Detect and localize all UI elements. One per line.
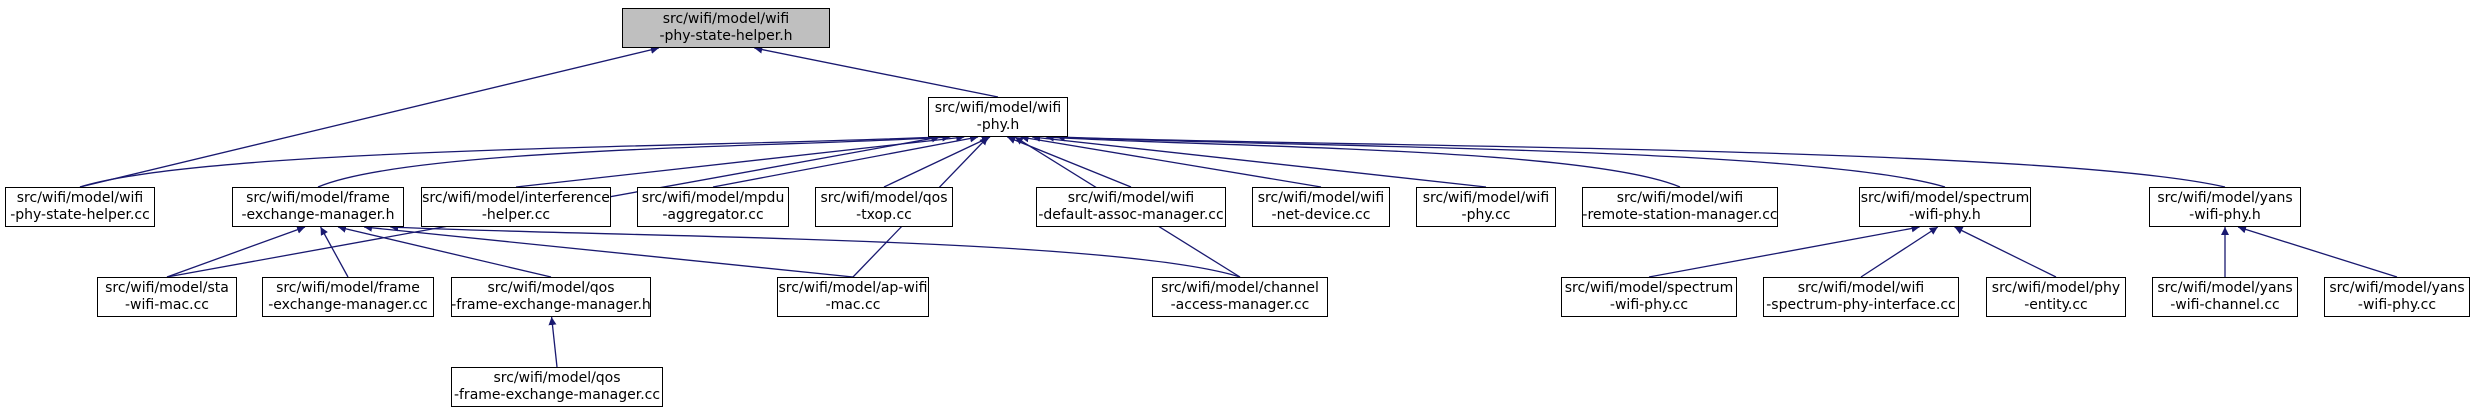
node-label-line2: -aggregator.cc xyxy=(662,207,764,223)
edge-interf_cc-to-wifi_phy_h xyxy=(515,133,965,188)
node-sta-cc[interactable]: src/wifi/model/sta -wifi-mac.cc xyxy=(97,277,237,317)
node-label-line1: src/wifi/model/phy xyxy=(1991,280,2121,296)
node-label-line2: -entity.cc xyxy=(2024,297,2088,313)
node-label-line2: -helper.cc xyxy=(481,207,551,223)
node-label-line2: -spectrum-phy-interface.cc xyxy=(1766,297,1956,313)
node-root[interactable]: src/wifi/model/wifi -phy-state-helper.h xyxy=(622,8,830,48)
node-phy-cc[interactable]: src/wifi/model/wifi -phy.cc xyxy=(1416,187,1556,227)
edge-sta_cc-to-fem_h xyxy=(166,225,306,278)
node-label-line2: -wifi-phy.cc xyxy=(1609,297,1689,313)
node-rsm-cc[interactable]: src/wifi/model/wifi -remote-station-mana… xyxy=(1582,187,1778,227)
node-label-line1: src/wifi/model/channel xyxy=(1161,280,1319,296)
edge-yans_h-to-wifi_phy_h xyxy=(1056,133,2226,188)
node-qfem-h[interactable]: src/wifi/model/qos -frame-exchange-manag… xyxy=(451,277,651,317)
node-label-line1: src/wifi/model/yans xyxy=(2157,280,2293,296)
node-label-line2: -phy-state-helper.h xyxy=(659,28,793,44)
node-label-line2: -phy.cc xyxy=(1461,207,1511,223)
node-label-line2: -wifi-phy.cc xyxy=(2357,297,2437,313)
edge-phyent_cc-to-spec_h xyxy=(1954,226,2057,278)
node-interf-cc[interactable]: src/wifi/model/interference -helper.cc xyxy=(421,187,611,227)
node-spec-h[interactable]: src/wifi/model/spectrum -wifi-phy.h xyxy=(1859,187,2031,227)
edge-qfem_h-to-fem_h xyxy=(337,224,552,278)
node-label-line2: -exchange-manager.cc xyxy=(268,297,428,313)
node-phyent-cc[interactable]: src/wifi/model/phy -entity.cc xyxy=(1986,277,2126,317)
edge-yphy_cc-to-yans_h xyxy=(2237,225,2398,278)
node-fem-cc[interactable]: src/wifi/model/frame -exchange-manager.c… xyxy=(262,277,434,317)
node-label-line2: -wifi-phy.h xyxy=(2189,207,2261,223)
node-label-line1: src/wifi/model/wifi xyxy=(1422,190,1550,206)
node-dam-cc[interactable]: src/wifi/model/wifi -default-assoc-manag… xyxy=(1036,187,1226,227)
edge-wifi_phy_h-to-root xyxy=(754,45,999,98)
edge-cam_cc-to-fem_h xyxy=(390,223,1241,278)
node-label-line1: src/wifi/model/wifi xyxy=(1616,190,1744,206)
node-label-line1: src/wifi/model/yans xyxy=(2329,280,2465,296)
node-label-line2: -frame-exchange-manager.cc xyxy=(453,387,661,403)
node-label-line2: -net-device.cc xyxy=(1271,207,1371,223)
edge-fem_cc-to-fem_h xyxy=(320,226,349,278)
node-cam-cc[interactable]: src/wifi/model/channel -access-manager.c… xyxy=(1152,277,1328,317)
node-label-line1: src/wifi/model/wifi xyxy=(934,100,1062,116)
edge-mpdu_cc-to-wifi_phy_h xyxy=(712,134,979,188)
node-label-line2: -wifi-channel.cc xyxy=(2170,297,2280,313)
node-label-line2: -wifi-phy.h xyxy=(1909,207,1981,223)
node-label-line1: src/wifi/model/interference xyxy=(422,190,610,206)
node-label-line1: src/wifi/model/spectrum xyxy=(1860,190,2030,206)
node-label-line2: -phy-state-helper.cc xyxy=(10,207,150,223)
node-label-line1: src/wifi/model/qos xyxy=(820,190,948,206)
node-label-line1: src/wifi/model/yans xyxy=(2157,190,2293,206)
node-label-line2: -mac.cc xyxy=(825,297,881,313)
node-qos-txop[interactable]: src/wifi/model/qos -txop.cc xyxy=(815,187,953,227)
node-label-line2: -access-manager.cc xyxy=(1170,297,1310,313)
node-psh-cc[interactable]: src/wifi/model/wifi -phy-state-helper.cc xyxy=(5,187,155,227)
node-spif-cc[interactable]: src/wifi/model/wifi -spectrum-phy-interf… xyxy=(1763,277,1959,317)
edge-spec_cc-to-spec_h xyxy=(1648,224,1920,278)
node-label-line1: src/wifi/model/wifi xyxy=(662,11,790,27)
edge-spif_cc-to-spec_h xyxy=(1860,226,1939,278)
edge-spec_h-to-wifi_phy_h xyxy=(1056,133,1946,188)
edge-netdev_cc-to-wifi_phy_h xyxy=(1020,134,1322,188)
node-label-line1: src/wifi/model/wifi xyxy=(1797,280,1925,296)
node-label-line1: src/wifi/model/wifi xyxy=(16,190,144,206)
node-qfem-cc[interactable]: src/wifi/model/qos -frame-exchange-manag… xyxy=(451,367,663,407)
node-label-line1: src/wifi/model/qos xyxy=(487,280,615,296)
node-label-line1: src/wifi/model/wifi xyxy=(1257,190,1385,206)
node-fem-h[interactable]: src/wifi/model/frame -exchange-manager.h xyxy=(232,187,404,227)
edge-phy_cc-to-wifi_phy_h xyxy=(1032,133,1487,188)
edge-psh_cc-to-root xyxy=(79,45,659,188)
edge-qfem_cc-to-qfem_h xyxy=(548,316,558,368)
node-label-line1: src/wifi/model/frame xyxy=(276,280,420,296)
edge-psh_cc-to-wifi_phy_h xyxy=(79,133,940,188)
node-label-line2: -remote-station-manager.cc xyxy=(1582,207,1778,223)
node-ychan-cc[interactable]: src/wifi/model/yans -wifi-channel.cc xyxy=(2152,277,2298,317)
node-label-line2: -exchange-manager.h xyxy=(241,207,395,223)
node-label-line1: src/wifi/model/sta xyxy=(105,280,229,296)
node-label-line1: src/wifi/model/frame xyxy=(246,190,390,206)
edge-ap_cc-to-fem_h xyxy=(363,223,854,278)
node-label-line1: src/wifi/model/spectrum xyxy=(1564,280,1734,296)
node-label-line2: -wifi-mac.cc xyxy=(124,297,210,313)
edge-rsm_cc-to-wifi_phy_h xyxy=(1045,133,1681,188)
node-mpdu-cc[interactable]: src/wifi/model/mpdu -aggregator.cc xyxy=(637,187,789,227)
node-wifi-phy-h[interactable]: src/wifi/model/wifi -phy.h xyxy=(928,97,1068,137)
node-label-line1: src/wifi/model/ap-wifi xyxy=(778,280,928,296)
node-yans-h[interactable]: src/wifi/model/yans -wifi-phy.h xyxy=(2149,187,2301,227)
edge-fem_h-to-wifi_phy_h xyxy=(317,133,951,188)
node-label-line2: -txop.cc xyxy=(856,207,912,223)
node-label-line1: src/wifi/model/wifi xyxy=(1067,190,1195,206)
node-label-line2: -frame-exchange-manager.h xyxy=(451,297,651,313)
node-label-line1: src/wifi/model/qos xyxy=(493,370,621,386)
node-label-line1: src/wifi/model/mpdu xyxy=(641,190,785,206)
edge-qos_txop-to-wifi_phy_h xyxy=(883,136,991,188)
node-label-line2: -phy.h xyxy=(976,117,1020,133)
node-spec-cc[interactable]: src/wifi/model/spectrum -wifi-phy.cc xyxy=(1561,277,1737,317)
node-label-line2: -default-assoc-manager.cc xyxy=(1038,207,1224,223)
node-yphy-cc[interactable]: src/wifi/model/yans -wifi-phy.cc xyxy=(2324,277,2470,317)
node-netdev-cc[interactable]: src/wifi/model/wifi -net-device.cc xyxy=(1252,187,1390,227)
node-ap-cc[interactable]: src/wifi/model/ap-wifi -mac.cc xyxy=(777,277,929,317)
